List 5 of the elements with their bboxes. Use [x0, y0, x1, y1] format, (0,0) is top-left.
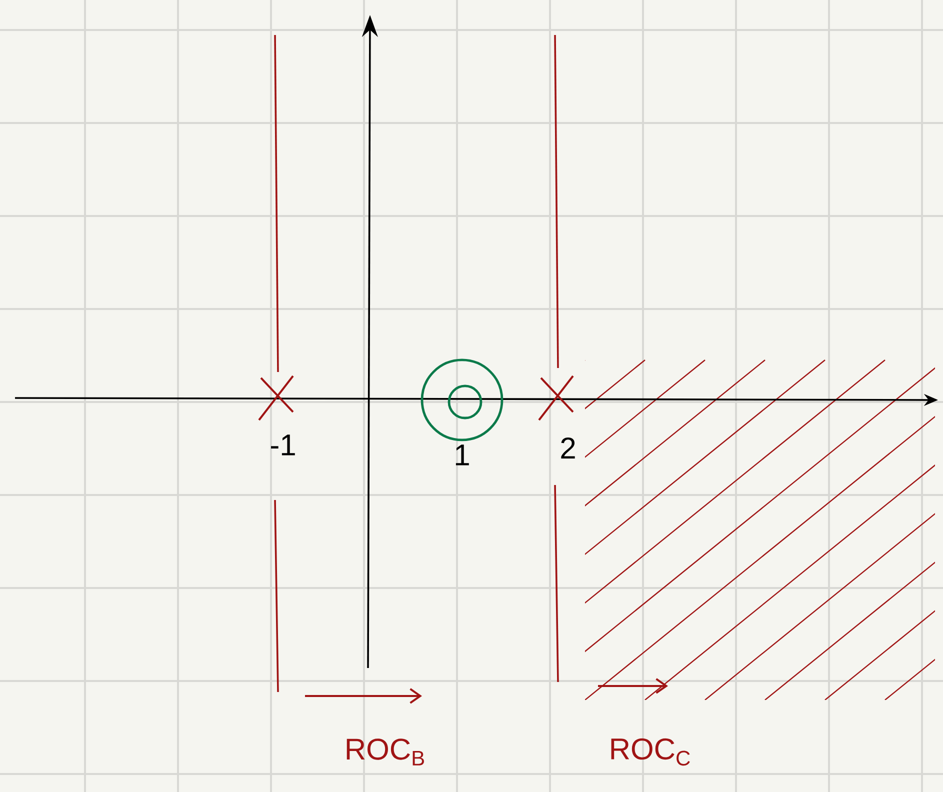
tick-label: 1 [456, 444, 469, 466]
tick-label: -1 [271, 434, 295, 456]
tick-label: 2 [561, 438, 575, 458]
roc-label: ROC$_{B}$ [346, 738, 424, 766]
roc-label: ROC$_{C}$ [611, 738, 690, 766]
